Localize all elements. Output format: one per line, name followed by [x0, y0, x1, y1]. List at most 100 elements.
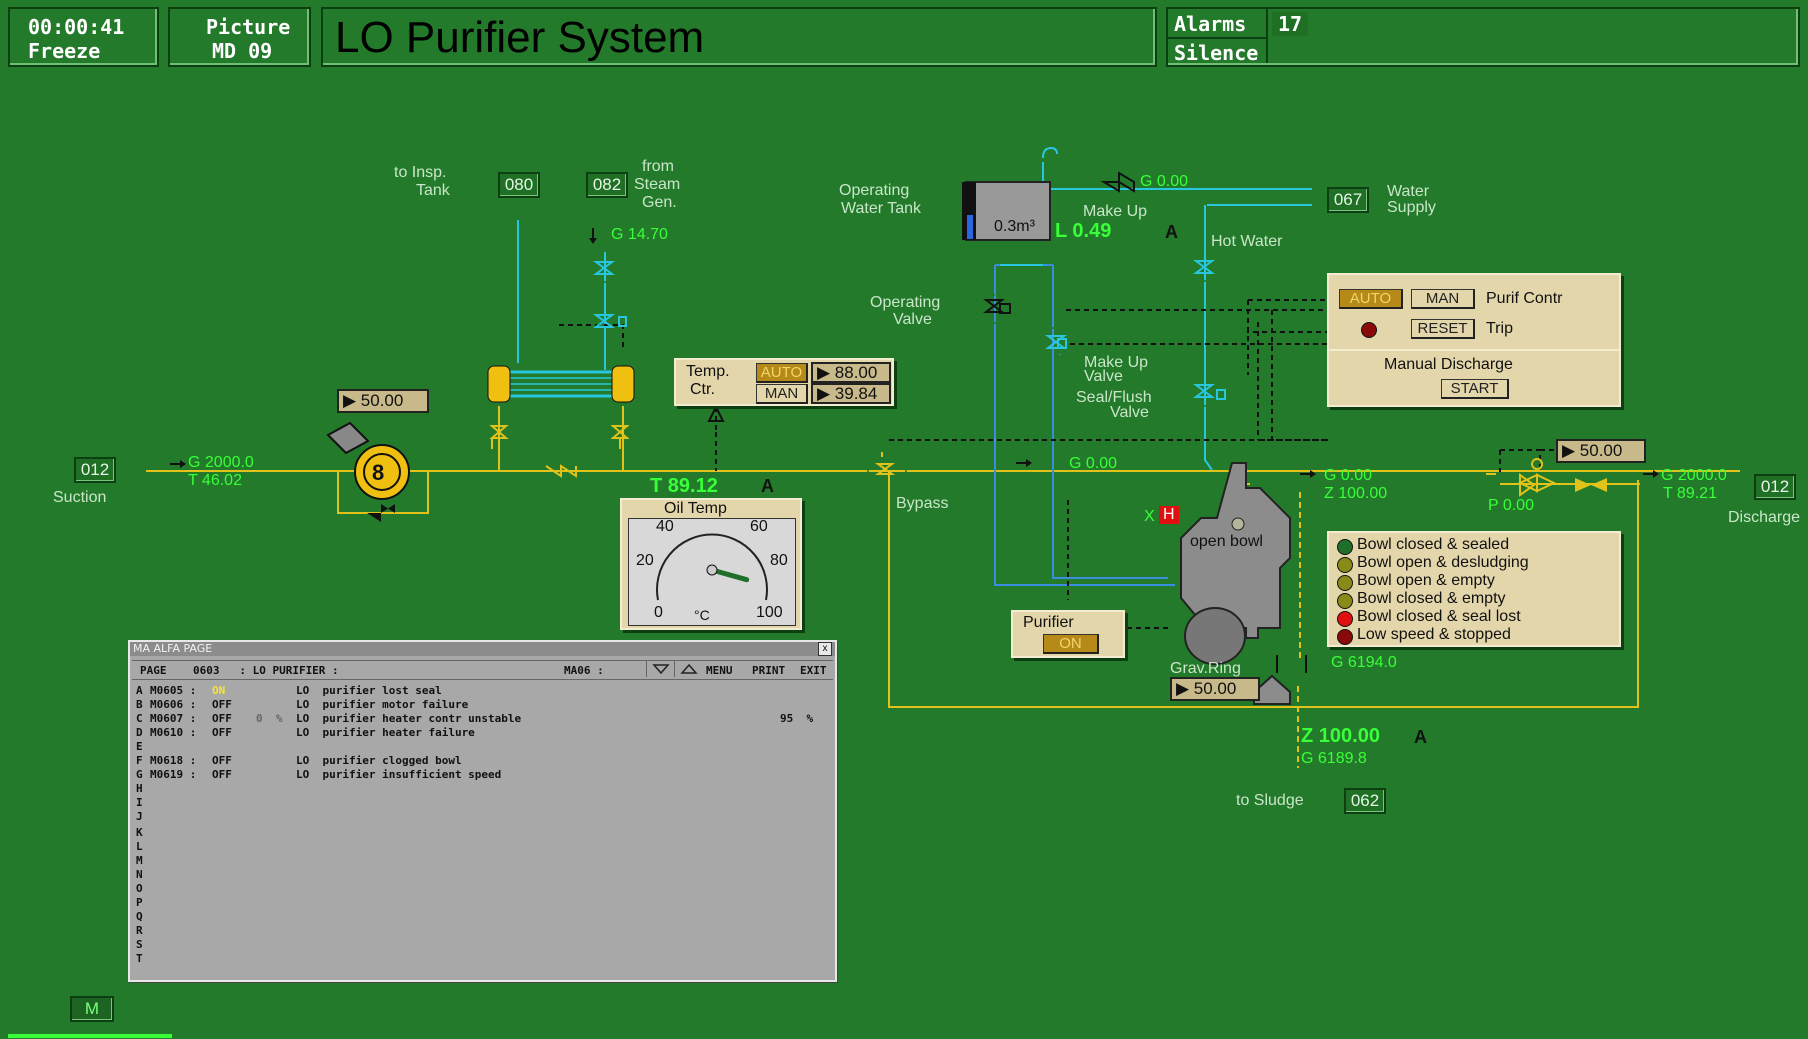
purif-man-button[interactable]: MAN: [1411, 289, 1475, 309]
alarm-window-title: MA ALFA PAGE: [130, 642, 835, 656]
alarm-row-state: OFF: [212, 768, 232, 781]
alarm-row-letter: R: [136, 924, 143, 937]
tank-volume: 0.3m³: [994, 218, 1035, 235]
alarm-window: MA ALFA PAGE x PAGE 0603 : LO PURIFIER :…: [128, 640, 837, 982]
status-lamp: [1337, 575, 1353, 591]
outlet-flow: G 0.00: [1324, 467, 1373, 484]
suction-temp: T 46.02: [188, 472, 242, 489]
alarms-label: Alarms: [1174, 12, 1247, 36]
m-button[interactable]: M: [70, 996, 114, 1022]
to-sludge-label: to Sludge: [1236, 792, 1304, 809]
time-freeze-box[interactable]: 00:00:41 Freeze: [8, 7, 159, 67]
status-label: Bowl open & empty: [1357, 572, 1495, 589]
alarm-row-text: LO purifier insufficient speed: [296, 768, 502, 781]
page-title: LO Purifier System: [335, 13, 705, 62]
grav-ring-value[interactable]: ▶ 50.00: [1170, 677, 1260, 701]
purifier-label: Purifier: [1023, 614, 1074, 631]
temp-controller: Temp. Ctr. AUTO MAN ▶ 88.00 ▶ 39.84: [674, 358, 894, 406]
oil-temp-gauge: Oil Temp 0 20 40 60 80 100 °C: [620, 498, 802, 630]
alarm-row-state: OFF: [212, 754, 232, 767]
discharge-tag[interactable]: 012: [1754, 474, 1796, 500]
gauge-tick-0: 0: [654, 604, 663, 621]
picture-box[interactable]: Picture MD 09: [168, 7, 311, 67]
status-label: Low speed & stopped: [1357, 626, 1511, 643]
alarm-row-code: M0618 :: [150, 754, 197, 767]
insp-tank-tag[interactable]: 080: [498, 172, 540, 198]
status-label: Bowl closed & seal lost: [1357, 608, 1521, 625]
steam-gen-label-2: Steam: [634, 176, 681, 193]
makeup-flow: G 0.00: [1140, 173, 1189, 190]
alarm-row-text: LO purifier clogged bowl: [296, 754, 462, 767]
sludge-z: Z 100.00: [1301, 725, 1380, 747]
alarm-ma-label: MA06 :: [564, 664, 604, 677]
a-label-3: A: [1414, 727, 1427, 747]
open-bowl-label: open bowl: [1190, 533, 1263, 550]
freeze-label: Freeze: [28, 39, 101, 63]
alarm-row-letter: B: [136, 698, 143, 711]
alarm-row-text: LO purifier motor failure: [296, 698, 469, 711]
sim-time: 00:00:41: [28, 15, 125, 39]
temp-man-button[interactable]: MAN: [756, 384, 808, 404]
discharge-flow: G 2000.0: [1661, 467, 1727, 484]
h-indicator: H: [1159, 506, 1179, 524]
bypass-flow: G 0.00: [1069, 455, 1118, 472]
bowl-g: G 6194.0: [1331, 654, 1397, 671]
purif-auto-button[interactable]: AUTO: [1339, 289, 1403, 309]
alarm-print-button[interactable]: PRINT: [752, 664, 786, 677]
alarm-row-letter: J: [136, 810, 143, 823]
alarm-row-letter: Q: [136, 910, 143, 923]
alarm-row-letter: K: [136, 826, 143, 839]
temp-ctr-label-1: Temp.: [686, 363, 730, 380]
pump-setpoint[interactable]: ▶ 50.00: [337, 389, 429, 413]
discharge-setpoint[interactable]: ▶ 50.00: [1556, 439, 1646, 463]
sludge-tag[interactable]: 062: [1344, 788, 1386, 814]
trip-lamp: [1361, 322, 1377, 338]
alarm-row-letter: I: [136, 796, 143, 809]
discharge-label: Discharge: [1728, 509, 1801, 526]
scroll-up-icon[interactable]: [674, 661, 703, 677]
purifier-on-button[interactable]: ON: [1043, 634, 1099, 654]
alarm-row-letter: G: [136, 768, 143, 781]
tank-level: L 0.49: [1055, 220, 1112, 242]
reset-button[interactable]: RESET: [1411, 319, 1475, 339]
alarm-row-letter: F: [136, 754, 143, 767]
alarm-row-code: M0607 :: [150, 712, 197, 725]
alarm-row-letter: P: [136, 896, 143, 909]
progress-strip: [8, 1034, 172, 1038]
status-lamp: [1337, 611, 1353, 627]
start-button[interactable]: START: [1441, 379, 1509, 399]
alarm-row-letter: M: [136, 854, 143, 867]
status-lamp: [1337, 539, 1353, 555]
alarm-row-letter: T: [136, 952, 143, 965]
insp-tank-label-1: to Insp.: [394, 164, 447, 181]
insp-tank-label-2: Tank: [416, 182, 450, 199]
gauge-tick-60: 60: [750, 518, 768, 535]
temp-auto-button[interactable]: AUTO: [756, 363, 808, 383]
x-label: X: [1144, 508, 1155, 525]
alarms-count: 17: [1272, 12, 1309, 36]
alarm-menu-button[interactable]: MENU: [706, 664, 733, 677]
status-lamp: [1337, 629, 1353, 645]
water-supply-tag[interactable]: 067: [1327, 187, 1369, 213]
suction-tag[interactable]: 012: [74, 457, 116, 483]
close-icon[interactable]: x: [818, 642, 832, 656]
silence-label[interactable]: Silence: [1174, 41, 1259, 65]
pressure: P 0.00: [1488, 497, 1534, 514]
temp-setpoint[interactable]: ▶ 88.00: [811, 362, 891, 383]
alarm-row-code: M0610 :: [150, 726, 197, 739]
status-label: Bowl open & desludging: [1357, 554, 1529, 571]
suction-label: Suction: [53, 489, 107, 506]
alarm-row-state: OFF: [212, 726, 232, 739]
tank-label-1: Operating: [839, 182, 910, 199]
hot-water-label: Hot Water: [1211, 233, 1283, 250]
water-supply-label-2: Supply: [1387, 199, 1436, 216]
steam-gen-tag[interactable]: 082: [586, 172, 628, 198]
alarm-row-text: LO purifier heater contr unstable: [296, 712, 522, 725]
temp-output: ▶ 39.84: [811, 383, 891, 404]
alarm-exit-button[interactable]: EXIT: [800, 664, 827, 677]
seal-flush-label-1: Seal/Flush: [1076, 389, 1152, 406]
gauge-tick-20: 20: [636, 552, 654, 569]
discharge-temp: T 89.21: [1663, 485, 1717, 502]
alarms-box[interactable]: Alarms Silence 17: [1166, 7, 1800, 67]
scroll-down-icon[interactable]: [646, 661, 675, 677]
